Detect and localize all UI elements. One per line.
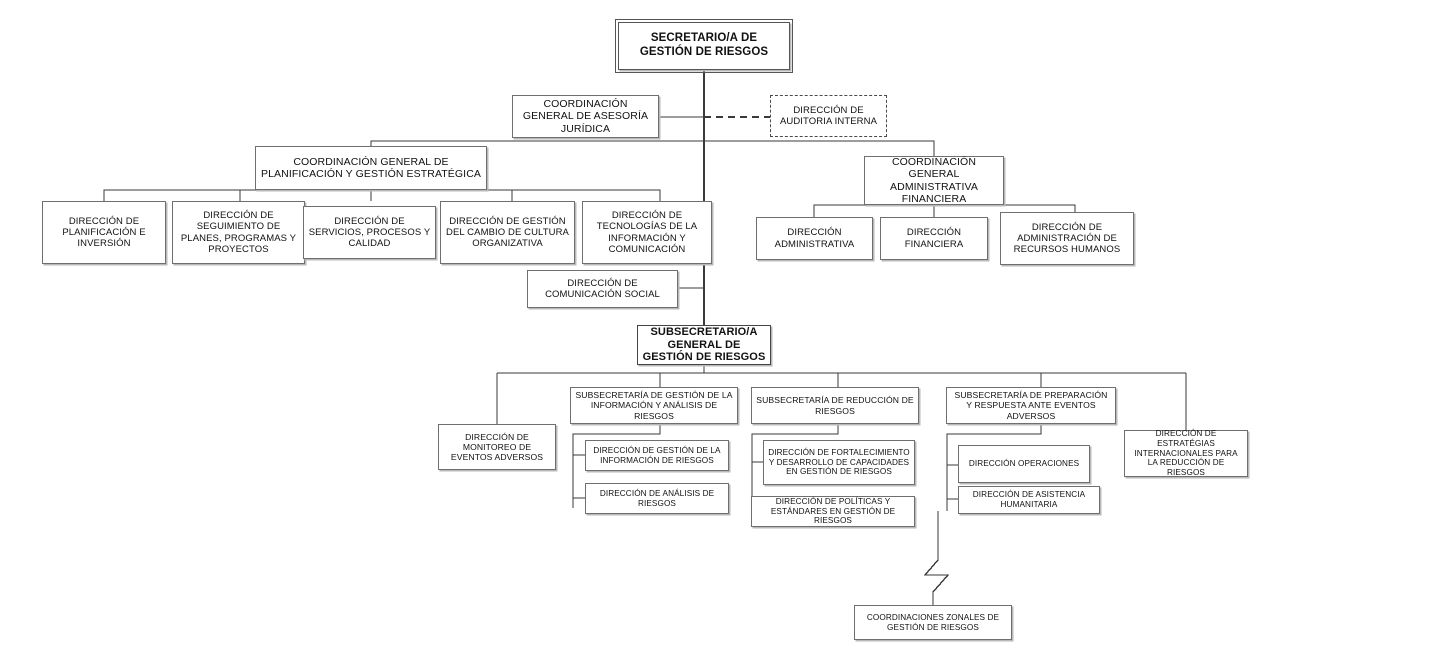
node-subsecretaria-informacion-label: SUBSECRETARÍA DE GESTIÓN DE LA INFORMACI… <box>575 390 733 421</box>
node-direccion-monitoreo[interactable]: DIRECCIÓN DE MONITOREO DE EVENTOS ADVERS… <box>438 424 556 470</box>
node-direccion-planificacion-inversion[interactable]: DIRECCIÓN DE PLANIFICACIÓN E INVERSIÓN <box>42 201 166 264</box>
node-subsecretario-general-label: SUBSECRETARIO/A GENERAL DE GESTIÓN DE RI… <box>642 325 766 364</box>
node-direccion-servicios-procesos[interactable]: DIRECCIÓN DE SERVICIOS, PROCESOS Y CALID… <box>303 206 436 259</box>
node-coordinacion-planificacion[interactable]: COORDINACIÓN GENERAL DE PLANIFICACIÓN Y … <box>255 146 487 190</box>
node-subsecretaria-preparacion-label: SUBSECRETARÍA DE PREPARACIÓN Y RESPUESTA… <box>954 390 1108 421</box>
node-direccion-tecnologias[interactable]: DIRECCIÓN DE TECNOLOGÍAS DE LA INFORMACI… <box>582 201 712 264</box>
node-direccion-asistencia-humanitaria-label: DIRECCIÓN DE ASISTENCIA HUMANITARIA <box>972 490 1086 509</box>
node-auditoria-interna-label: DIRECCIÓN DE AUDITORIA INTERNA <box>779 104 878 127</box>
node-direccion-asistencia-humanitaria[interactable]: DIRECCIÓN DE ASISTENCIA HUMANITARIA <box>958 486 1100 514</box>
node-direccion-tecnologias-label: DIRECCIÓN DE TECNOLOGÍAS DE LA INFORMACI… <box>596 210 698 255</box>
node-direccion-estrategias-internacionales-label: DIRECCIÓN DE ESTRATÉGIAS INTERNACIONALES… <box>1134 429 1238 478</box>
node-direccion-cambio-cultura[interactable]: DIRECCIÓN DE GESTIÓN DEL CAMBIO DE CULTU… <box>440 201 575 264</box>
node-direccion-financiera-label: DIRECCIÓN FINANCIERA <box>904 227 964 250</box>
node-auditoria-interna[interactable]: DIRECCIÓN DE AUDITORIA INTERNA <box>770 95 887 137</box>
node-direccion-gestion-informacion[interactable]: DIRECCIÓN DE GESTIÓN DE LA INFORMACIÓN D… <box>585 440 729 471</box>
node-direccion-analisis-riesgos[interactable]: DIRECCIÓN DE ANÁLISIS DE RIESGOS <box>585 483 729 514</box>
node-secretario-label: SECRETARIO/A DE GESTIÓN DE RIESGOS <box>639 32 769 58</box>
node-direccion-estrategias-internacionales[interactable]: DIRECCIÓN DE ESTRATÉGIAS INTERNACIONALES… <box>1124 429 1248 478</box>
node-direccion-politicas-estandares[interactable]: DIRECCIÓN DE POLÍTICAS Y ESTÁNDARES EN G… <box>751 496 915 527</box>
node-direccion-planificacion-inversion-label: DIRECCIÓN DE PLANIFICACIÓN E INVERSIÓN <box>62 215 146 250</box>
node-subsecretaria-reduccion[interactable]: SUBSECRETARÍA DE REDUCCIÓN DE RIESGOS <box>751 387 919 424</box>
node-direccion-monitoreo-label: DIRECCIÓN DE MONITOREO DE EVENTOS ADVERS… <box>450 431 544 463</box>
node-direccion-operaciones-label: DIRECCIÓN OPERACIONES <box>968 459 1080 469</box>
node-coordinacion-administrativa-financiera-label: COORDINACIÓN GENERAL ADMINISTRATIVA FINA… <box>890 155 978 205</box>
node-direccion-administrativa[interactable]: DIRECCIÓN ADMINISTRATIVA <box>756 217 873 260</box>
node-secretario[interactable]: SECRETARIO/A DE GESTIÓN DE RIESGOS <box>615 19 793 73</box>
node-direccion-recursos-humanos[interactable]: DIRECCIÓN DE ADMINISTRACIÓN DE RECURSOS … <box>1000 212 1134 265</box>
node-direccion-servicios-procesos-label: DIRECCIÓN DE SERVICIOS, PROCESOS Y CALID… <box>308 215 431 250</box>
node-direccion-comunicacion-social-label: DIRECCIÓN DE COMUNICACIÓN SOCIAL <box>545 277 660 300</box>
node-direccion-fortalecimiento[interactable]: DIRECCIÓN DE FORTALECIMIENTO Y DESARROLL… <box>763 440 915 485</box>
node-direccion-comunicacion-social[interactable]: DIRECCIÓN DE COMUNICACIÓN SOCIAL <box>527 270 678 308</box>
node-coordinacion-administrativa-financiera[interactable]: COORDINACIÓN GENERAL ADMINISTRATIVA FINA… <box>864 156 1004 205</box>
node-direccion-operaciones[interactable]: DIRECCIÓN OPERACIONES <box>958 445 1090 483</box>
node-subsecretaria-reduccion-label: SUBSECRETARÍA DE REDUCCIÓN DE RIESGOS <box>756 395 914 416</box>
node-direccion-gestion-informacion-label: DIRECCIÓN DE GESTIÓN DE LA INFORMACIÓN D… <box>593 445 721 465</box>
node-coordinaciones-zonales-label: COORDINACIONES ZONALES DE GESTIÓN DE RIE… <box>866 612 1000 632</box>
node-direccion-seguimiento-planes-label: DIRECCIÓN DE SEGUIMIENTO DE PLANES, PROG… <box>180 210 297 255</box>
node-asesoria-juridica-label: COORDINACIÓN GENERAL DE ASESORÍA JURÍDIC… <box>522 97 649 135</box>
node-direccion-cambio-cultura-label: DIRECCIÓN DE GESTIÓN DEL CAMBIO DE CULTU… <box>446 215 569 250</box>
node-asesoria-juridica[interactable]: COORDINACIÓN GENERAL DE ASESORÍA JURÍDIC… <box>512 95 659 138</box>
node-direccion-fortalecimiento-label: DIRECCIÓN DE FORTALECIMIENTO Y DESARROLL… <box>768 447 910 477</box>
node-subsecretaria-informacion[interactable]: SUBSECRETARÍA DE GESTIÓN DE LA INFORMACI… <box>570 387 738 424</box>
node-direccion-administrativa-label: DIRECCIÓN ADMINISTRATIVA <box>774 227 855 250</box>
node-direccion-financiera[interactable]: DIRECCIÓN FINANCIERA <box>880 217 988 260</box>
node-direccion-analisis-riesgos-label: DIRECCIÓN DE ANÁLISIS DE RIESGOS <box>599 488 715 508</box>
node-subsecretaria-preparacion[interactable]: SUBSECRETARÍA DE PREPARACIÓN Y RESPUESTA… <box>946 387 1116 424</box>
node-coordinaciones-zonales[interactable]: COORDINACIONES ZONALES DE GESTIÓN DE RIE… <box>854 605 1012 640</box>
node-coordinacion-planificacion-label: COORDINACIÓN GENERAL DE PLANIFICACIÓN Y … <box>261 155 481 180</box>
node-direccion-seguimiento-planes[interactable]: DIRECCIÓN DE SEGUIMIENTO DE PLANES, PROG… <box>172 201 305 264</box>
node-direccion-politicas-estandares-label: DIRECCIÓN DE POLÍTICAS Y ESTÁNDARES EN G… <box>770 497 896 526</box>
node-direccion-recursos-humanos-label: DIRECCIÓN DE ADMINISTRACIÓN DE RECURSOS … <box>1013 221 1121 256</box>
node-subsecretario-general[interactable]: SUBSECRETARIO/A GENERAL DE GESTIÓN DE RI… <box>637 325 771 365</box>
